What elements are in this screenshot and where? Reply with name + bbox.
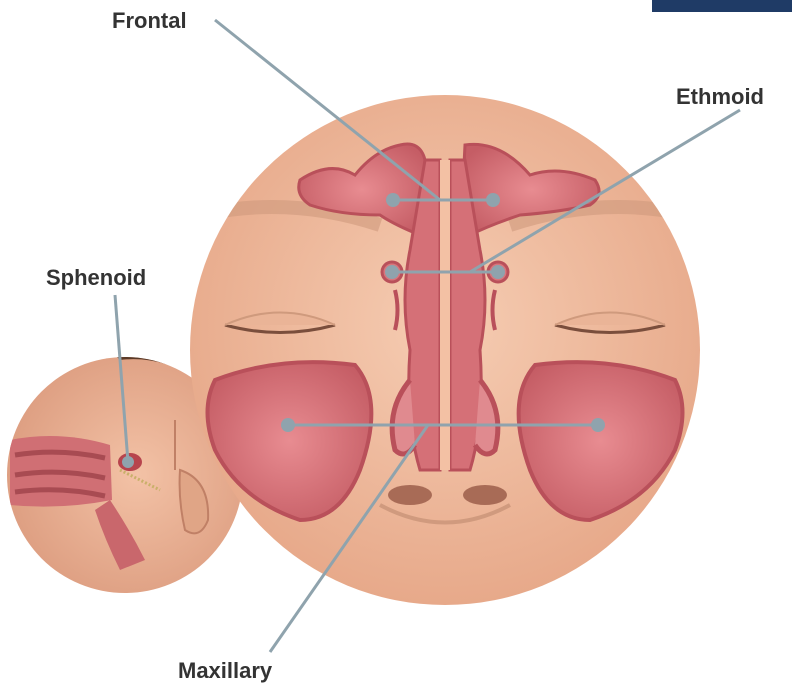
maxillary-label: Maxillary <box>178 658 272 684</box>
sphenoid-label: Sphenoid <box>46 265 146 291</box>
maxillary-sinus-right <box>519 362 683 520</box>
ethmoid-label: Ethmoid <box>676 84 764 110</box>
frontal-label: Frontal <box>112 8 187 34</box>
front-view-circle <box>190 95 700 605</box>
